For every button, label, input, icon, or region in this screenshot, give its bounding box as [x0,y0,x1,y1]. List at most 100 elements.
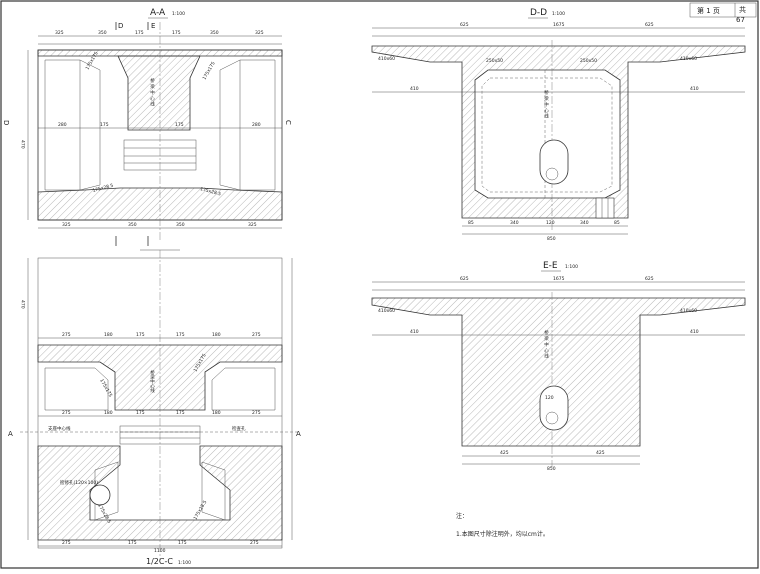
aa-note-4: 175x28.5 [199,186,221,197]
cc-label-support: 支座中心线 [48,425,71,432]
dd-note-3: 250x50 [486,58,503,64]
title-block: 第 1 页 共 67 [689,2,757,24]
view-dd-title: D-D [530,8,547,18]
aa-left-void [44,59,101,191]
cc-dim-top-6: 275 [252,332,261,338]
view-ee: E-E 1:100 625 1675 625 410x60 410x60 120… [371,261,746,472]
view-aa: A-A 1:100 D E 325 350 175 175 350 325 [2,8,292,251]
dd-dim-bot-3: 120 [546,220,555,226]
cc-dim-mid-5: 180 [212,410,221,416]
dd-dim-bot-2: 340 [510,220,519,226]
aa-dim-mid-4: 280 [252,122,261,128]
cc-dim-mid-2: 180 [104,410,113,416]
dd-note-1: 410x60 [378,56,395,62]
dd-dim-top-3: 625 [645,22,654,28]
cc-dim-mid-1: 275 [62,410,71,416]
dd-note-2: 410x60 [680,56,697,62]
dd-dim-width: 850 [547,236,556,242]
view-ee-scale: 1:100 [565,264,578,270]
cc-label-check: 检查孔 [232,425,246,432]
dd-dim-mid-1: 410 [410,86,419,92]
aa-dim-mid-2: 175 [100,122,109,128]
view-cc-scale: 1:100 [178,560,191,566]
aa-note-2: 175x175 [202,61,217,81]
dd-dim-top-2: 1675 [553,22,565,28]
aa-side-mark-right: C [284,120,292,125]
cc-dim-bot-4: 275 [250,540,259,546]
view-aa-mark-d: D [118,22,123,30]
aa-dim-bot-1: 325 [62,222,71,228]
cc-note-2: 175x175 [98,378,113,398]
notes: 注： 1.本图尺寸除注明外，均以cm计。 [456,512,549,538]
ee-dim-width: 850 [547,466,556,472]
ee-note-2: 410x60 [680,308,697,314]
cc-dim-top-2: 180 [104,332,113,338]
notes-heading: 注： [456,512,468,520]
view-aa-mark-e: E [151,22,155,30]
notes-line-1: 1.本图尺寸除注明外，均以cm计。 [456,530,549,538]
aa-dim-bot-2: 350 [128,222,137,228]
cc-dim-top-4: 175 [176,332,185,338]
cc-dim-mid-3: 175 [136,410,145,416]
ee-access-hole [539,385,569,431]
dd-access-hole [539,139,569,185]
ee-note-3: 120 [545,395,554,401]
ee-note-1: 410x60 [378,308,395,314]
dd-dim-bot-4: 340 [580,220,589,226]
dd-dim-bot-5: 85 [614,220,620,226]
aa-central-web [117,55,201,131]
view-ee-title: E-E [543,261,558,271]
aa-dim-mid-3: 175 [175,122,184,128]
cc-dim-bot-1: 275 [62,540,71,546]
dd-dim-mid-2: 410 [690,86,699,92]
cc-centerline-label: 桥梁中心线 [150,369,155,393]
cc-dim-bot-3: 175 [178,540,187,546]
cc-dim-top-1: 275 [62,332,71,338]
ee-dim-bot-1: 425 [500,450,509,456]
ee-dim-top-2: 1675 [553,276,565,282]
view-aa-title: A-A [150,8,166,18]
cc-inspection-hole [89,484,111,506]
ee-dim-top-3: 625 [645,276,654,282]
ee-dim-top-1: 625 [460,276,469,282]
view-dd-scale: 1:100 [552,11,565,17]
cc-upper-web [37,344,283,411]
aa-dim-top-4: 175 [172,30,181,36]
sheet-total-label: 共 [739,5,746,14]
cc-dim-left: 470 [20,300,26,309]
sheet-number: 第 1 页 [697,6,720,15]
aa-dim-top-5: 350 [210,30,219,36]
cc-dim-bot-2: 175 [128,540,137,546]
cc-dim-top-3: 175 [136,332,145,338]
dd-centerline-label: 桥 梁 中 心 线 [544,89,549,119]
aa-centerline-label: 桥 梁 中 心 线 [150,77,155,107]
aa-dim-top-6: 325 [255,30,264,36]
dd-dim-top-1: 625 [460,22,469,28]
view-cc-title: 1/2C-C [146,557,173,566]
cc-dim-mid-4: 175 [176,410,185,416]
cc-dim-width: 1100 [154,548,166,554]
cc-cut-mark-left: A [8,430,13,438]
title-block-frame [689,2,757,18]
cc-cut-mark-right: A [296,430,301,438]
dd-dim-bot-1: 85 [468,220,474,226]
ee-dim-mid-1: 410 [410,329,419,335]
aa-dim-bot-3: 350 [176,222,185,228]
aa-note-3: 175x28.5 [92,183,114,194]
view-aa-scale: 1:100 [172,11,185,17]
ee-dim-bot-2: 425 [596,450,605,456]
aa-dim-top-1: 325 [55,30,64,36]
aa-side-mark-left: D [2,120,10,125]
aa-dim-bot-4: 325 [248,222,257,228]
view-dd: D-D 1:100 625 1675 625 410x60 410x60 250… [371,8,746,242]
view-cc: 470 275 180 175 175 180 275 175x175 175x… [8,250,301,566]
aa-dim-left: 470 [20,140,26,149]
cc-dim-mid-6: 275 [252,410,261,416]
aa-dim-top-3: 175 [135,30,144,36]
aa-dim-mid-1: 280 [58,122,67,128]
cc-note-3: 175x28.5 [193,499,209,521]
cc-hole-label: 检修孔(120×100) [60,479,98,486]
